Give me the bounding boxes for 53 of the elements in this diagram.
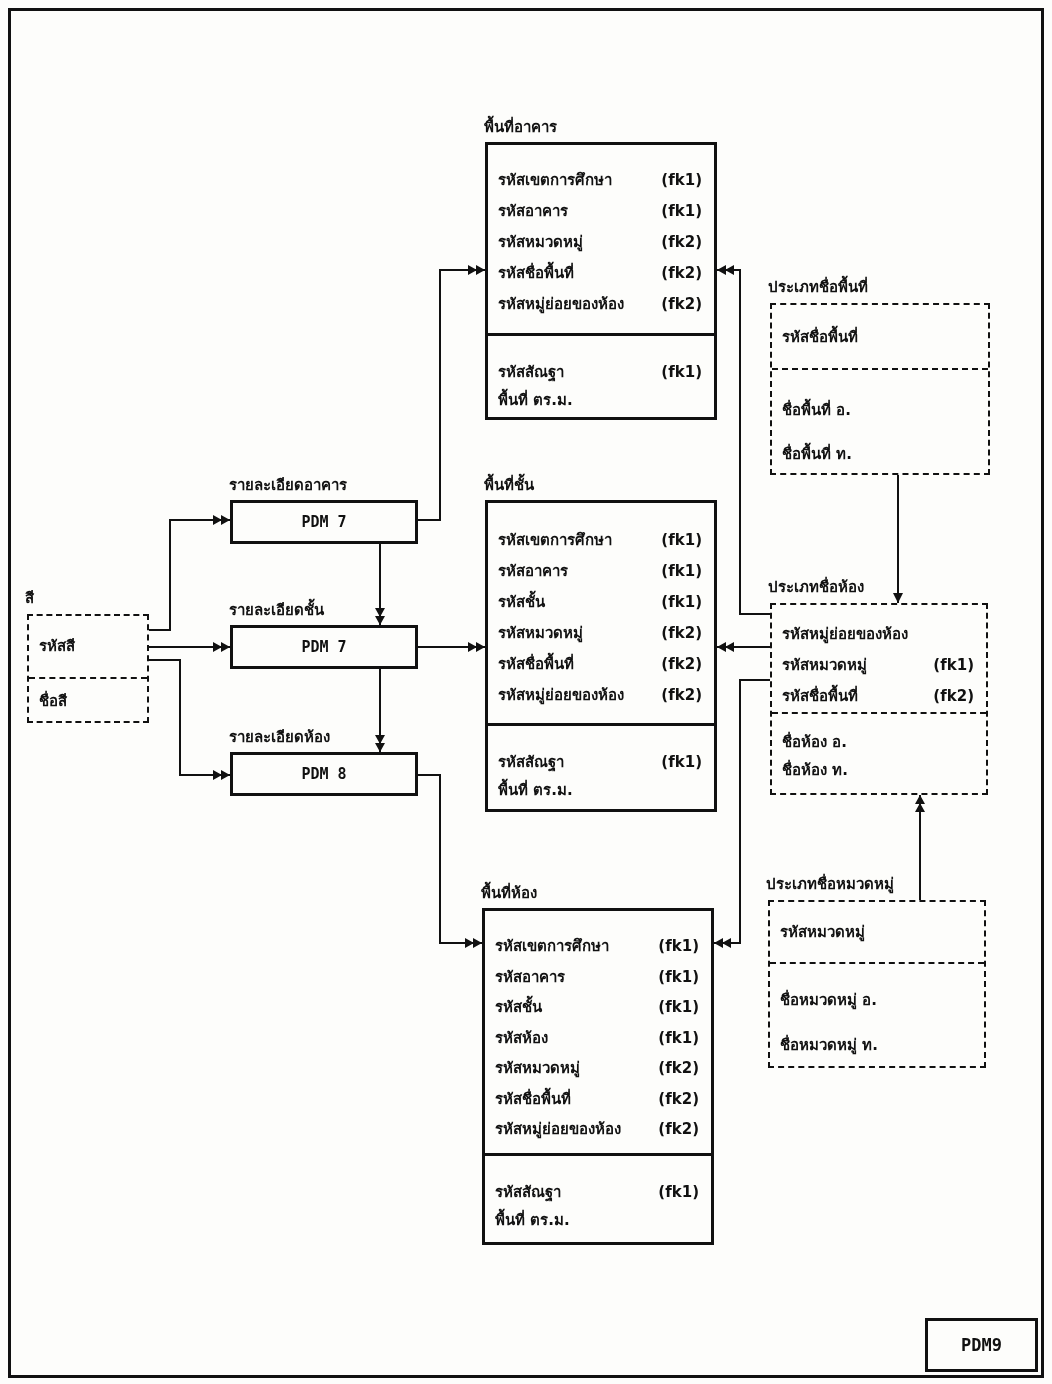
entity-title: สี (25, 588, 34, 609)
attribute-text: รหัสหมู่ย่อยของห้อง (fk2) (498, 685, 702, 707)
attribute-text: รหัสหมู่ย่อยของห้อง (fk2) (498, 294, 702, 316)
entity-title: ประเภทชื่อห้อง (768, 575, 864, 598)
attribute-text: รหัสชั้น (fk1) (495, 992, 699, 1023)
attribute-text: รหัสสี (39, 636, 76, 657)
attribute-text: พื้นที่ ตร.ม. (495, 1206, 699, 1234)
entity-title: พื้นที่อาคาร (484, 115, 557, 139)
attribute-text: ชื่อหมวดหมู่ อ. (780, 988, 878, 1012)
attribute-text: รหัสสัณฐา (fk1) (498, 752, 702, 774)
attribute-text: พื้นที่ ตร.ม. (498, 776, 702, 804)
attribute-text: รหัสสัณฐา (fk1) (495, 1182, 699, 1204)
entity-title: รายละเอียดอาคาร (229, 475, 347, 496)
attribute-text: รหัสชื่อพื้นที่ (fk2) (782, 681, 974, 712)
entity-title: รายละเอียดห้อง (229, 727, 330, 748)
attribute-text: รหัสเขตการศึกษา (fk1) (498, 530, 702, 551)
attribute-text: ชื่อสี (39, 689, 68, 712)
entity-title: ประเภทชื่อหมวดหมู่ (766, 872, 894, 896)
attribute-text: รหัสเขตการศึกษา (fk1) (498, 170, 702, 191)
attribute-text: รหัสชื่อพื้นที่ (782, 323, 976, 351)
attribute-text: รหัสอาคาร (fk1) (498, 201, 702, 222)
attribute-text: รหัสเขตการศึกษา (fk1) (495, 936, 699, 957)
attribute-text: รหัสหมู่ย่อยของห้อง (782, 624, 909, 646)
entity-title: พื้นที่ชั้น (484, 473, 534, 497)
attribute-text: ชื่อหมวดหมู่ ท. (780, 1033, 879, 1057)
attribute-text: รหัสชื่อพื้นที่ (fk2) (498, 258, 702, 289)
attribute-text: รหัสอาคาร (fk1) (498, 561, 702, 582)
entity-title: พื้นที่ห้อง (481, 881, 537, 905)
attribute-text: ชื่อห้อง อ. (782, 730, 848, 753)
attribute-text: รหัสหมวดหมู่ (fk2) (498, 232, 702, 254)
reference-box (925, 1318, 1038, 1372)
attribute-text: ชื่อพื้นที่ ท. (782, 432, 976, 476)
page-reference: PDM 7 (301, 513, 347, 531)
attribute-text: รหัสหมู่ย่อยของห้อง (fk2) (495, 1119, 699, 1141)
page-number: PDM9 (961, 1335, 1002, 1355)
attribute-text: รหัสหมวดหมู่ (fk2) (495, 1058, 699, 1080)
attribute-text: รหัสหมวดหมู่ (fk2) (498, 623, 702, 645)
connector-arrow (893, 474, 903, 604)
attribute-text: รหัสหมวดหมู่ (780, 922, 866, 944)
attribute-text: รหัสหมวดหมู่ (fk1) (782, 655, 974, 677)
attribute-text: รหัสชื่อพื้นที่ (fk2) (498, 649, 702, 680)
attribute-text: รหัสชื่อพื้นที่ (fk2) (495, 1086, 699, 1110)
entity-title: ประเภทชื่อพื้นที่ (768, 275, 868, 299)
attribute-text: พื้นที่ ตร.ม. (498, 386, 702, 414)
entity-title: รายละเอียดชั้น (229, 598, 324, 622)
page-reference: PDM 8 (301, 765, 347, 783)
attribute-text: ชื่อพื้นที่ อ. (782, 388, 976, 432)
page-reference: PDM 7 (301, 638, 347, 656)
attribute-text: ชื่อห้อง ท. (782, 758, 849, 781)
attribute-text: รหัสอาคาร (fk1) (495, 966, 699, 988)
attribute-text: รหัสสัณฐา (fk1) (498, 362, 702, 384)
attribute-text: รหัสชั้น (fk1) (498, 587, 702, 618)
attribute-text: รหัสห้อง (fk1) (495, 1027, 699, 1049)
